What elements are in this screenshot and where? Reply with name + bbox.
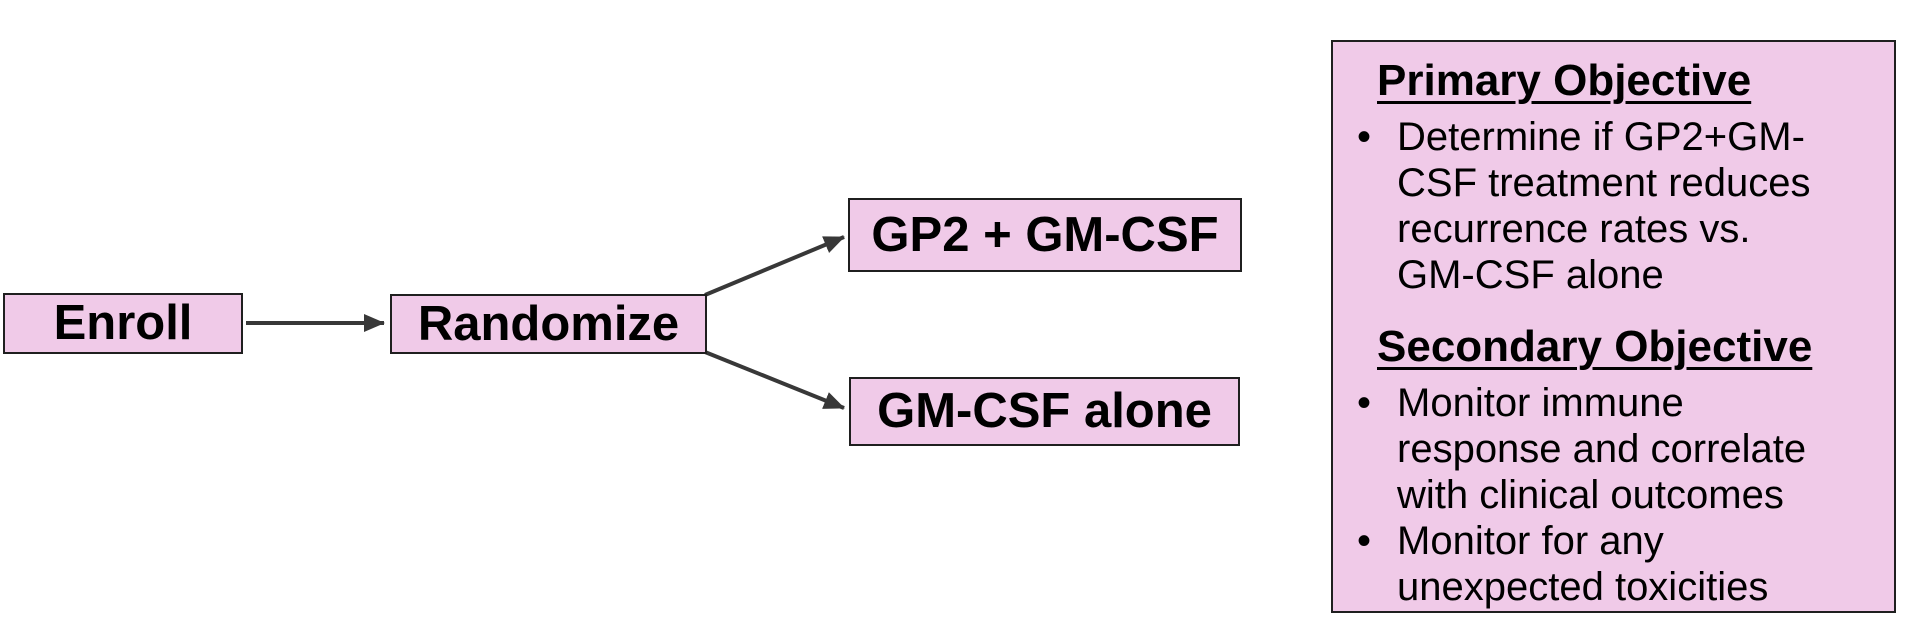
objectives-panel: Primary Objective • Determine if GP2+GM-… (1331, 40, 1896, 613)
flow-node-randomize: Randomize (390, 294, 707, 354)
primary-objective-heading: Primary Objective (1377, 56, 1752, 105)
bullet-text-line: GM-CSF alone (1397, 253, 1664, 297)
bullet-text-line: Monitor for any (1397, 519, 1664, 563)
flow-node-gp2-gmcsf-label: GP2 + GM-CSF (871, 207, 1219, 262)
bullet-icon: • (1357, 115, 1372, 159)
primary-objective-bullet-1: • Determine if GP2+GM- CSF treatment red… (1333, 114, 1894, 298)
flow-node-enroll: Enroll (3, 293, 243, 354)
secondary-objective-bullet-2-text: Monitor for any unexpected toxicities (1397, 518, 1768, 610)
bullet-text-line: response and correlate (1397, 427, 1807, 471)
secondary-objective-bullet-1: • Monitor immune response and correlate … (1333, 380, 1894, 518)
flow-node-gp2-gmcsf: GP2 + GM-CSF (848, 198, 1242, 272)
bullet-text-line: Monitor immune (1397, 381, 1684, 425)
bullet-icon: • (1357, 381, 1372, 425)
secondary-objective-heading: Secondary Objective (1377, 322, 1813, 371)
bullet-text-line: CSF treatment reduces (1397, 161, 1811, 205)
flow-node-randomize-label: Randomize (417, 296, 680, 351)
arrow-randomize-to-gmcsf-alone (704, 350, 845, 410)
bullet-icon: • (1357, 519, 1372, 563)
flow-node-gmcsf-alone: GM-CSF alone (849, 377, 1240, 446)
flow-node-enroll-label: Enroll (53, 296, 193, 350)
arrow-randomize-to-gp2 (704, 235, 845, 297)
flow-node-gmcsf-alone-label: GM-CSF alone (877, 384, 1212, 438)
bullet-text-line: unexpected toxicities (1397, 565, 1769, 609)
secondary-objective-bullet-2: • Monitor for any unexpected toxicities (1333, 518, 1894, 610)
bullet-text-line: with clinical outcomes (1397, 473, 1784, 517)
secondary-objective-bullet-1-text: Monitor immune response and correlate wi… (1397, 380, 1806, 518)
primary-objective-bullet-1-text: Determine if GP2+GM- CSF treatment reduc… (1397, 114, 1811, 298)
bullet-text-line: Determine if GP2+GM- (1397, 115, 1805, 159)
bullet-text-line: recurrence rates vs. (1397, 207, 1751, 251)
